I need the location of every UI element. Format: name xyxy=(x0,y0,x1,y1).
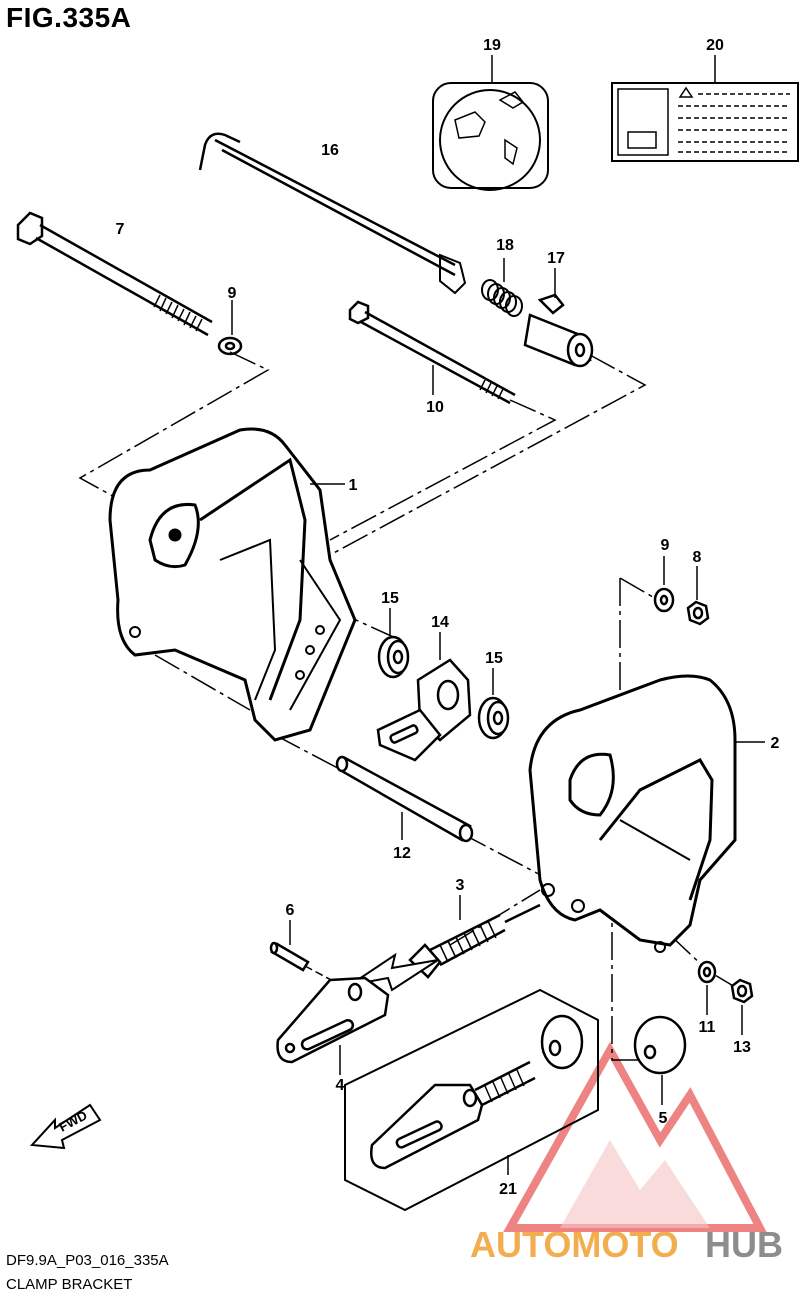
part-5-clamp-pad[interactable] xyxy=(633,1015,687,1075)
callout-3: 3 xyxy=(456,877,465,894)
callout-1: 1 xyxy=(349,477,358,494)
part-3-clamp-screw[interactable] xyxy=(408,903,541,979)
callout-14: 14 xyxy=(431,614,449,631)
figure-description: CLAMP BRACKET xyxy=(6,1276,133,1293)
part-21-clamp-screw-assembly[interactable] xyxy=(344,988,599,1212)
fwd-direction-arrow: FWD xyxy=(29,1103,102,1150)
part-11-washer[interactable] xyxy=(697,960,717,984)
part-2-clamp-bracket-right[interactable] xyxy=(528,674,737,953)
callout-8: 8 xyxy=(693,549,702,566)
part-4-clamp-handle[interactable] xyxy=(276,976,390,1064)
callout-15-right: 15 xyxy=(485,650,503,667)
callout-6: 6 xyxy=(286,902,295,919)
assembly-arrow xyxy=(349,952,439,992)
figure-code: DF9.9A_P03_016_335A xyxy=(6,1252,169,1269)
part-20-warning-label[interactable] xyxy=(611,82,799,162)
callout-16: 16 xyxy=(321,142,339,159)
watermark-text: AUTOMOTO HUB xyxy=(470,1224,783,1265)
callout-5: 5 xyxy=(659,1110,668,1127)
callout-13: 13 xyxy=(733,1039,751,1056)
part-9-washer-top[interactable] xyxy=(217,336,243,356)
part-8-nut[interactable] xyxy=(686,600,710,626)
callout-20: 20 xyxy=(706,37,724,54)
callout-11: 11 xyxy=(699,1019,716,1036)
callout-9-right: 9 xyxy=(661,537,670,554)
part-1-clamp-bracket-left[interactable] xyxy=(108,427,357,742)
part-15-bushing-right[interactable] xyxy=(477,696,510,740)
part-6-pin[interactable] xyxy=(269,941,310,972)
watermark-logo xyxy=(503,1041,767,1232)
callout-15-left: 15 xyxy=(381,590,399,607)
part-9-washer-right[interactable] xyxy=(653,587,675,613)
callout-9-top: 9 xyxy=(228,285,237,302)
callout-4: 4 xyxy=(336,1077,345,1094)
part-14-stopper-plate[interactable] xyxy=(376,658,472,762)
part-7-long-bolt[interactable] xyxy=(16,211,213,337)
part-15-bushing-left[interactable] xyxy=(377,635,410,679)
part-18-spring[interactable] xyxy=(481,279,523,317)
part-19-caution-decal[interactable] xyxy=(432,82,549,191)
part-17-sleeve[interactable] xyxy=(523,293,594,368)
callout-10: 10 xyxy=(426,399,444,416)
watermark-part2: HUB xyxy=(705,1224,783,1265)
part-10-bolt[interactable] xyxy=(348,300,516,405)
watermark-part1: AUTOMOTO xyxy=(470,1224,679,1265)
callout-7: 7 xyxy=(116,221,125,238)
callout-18: 18 xyxy=(496,237,514,254)
part-16-tilt-rod[interactable] xyxy=(198,132,467,295)
part-12-shaft[interactable] xyxy=(335,755,474,843)
callout-12: 12 xyxy=(393,845,411,862)
figure-title: FIG.335A xyxy=(6,2,132,33)
callout-21: 21 xyxy=(499,1181,517,1198)
part-13-nut[interactable] xyxy=(730,978,754,1004)
callout-17: 17 xyxy=(547,250,565,267)
callout-19: 19 xyxy=(483,37,501,54)
callout-2: 2 xyxy=(771,735,780,752)
